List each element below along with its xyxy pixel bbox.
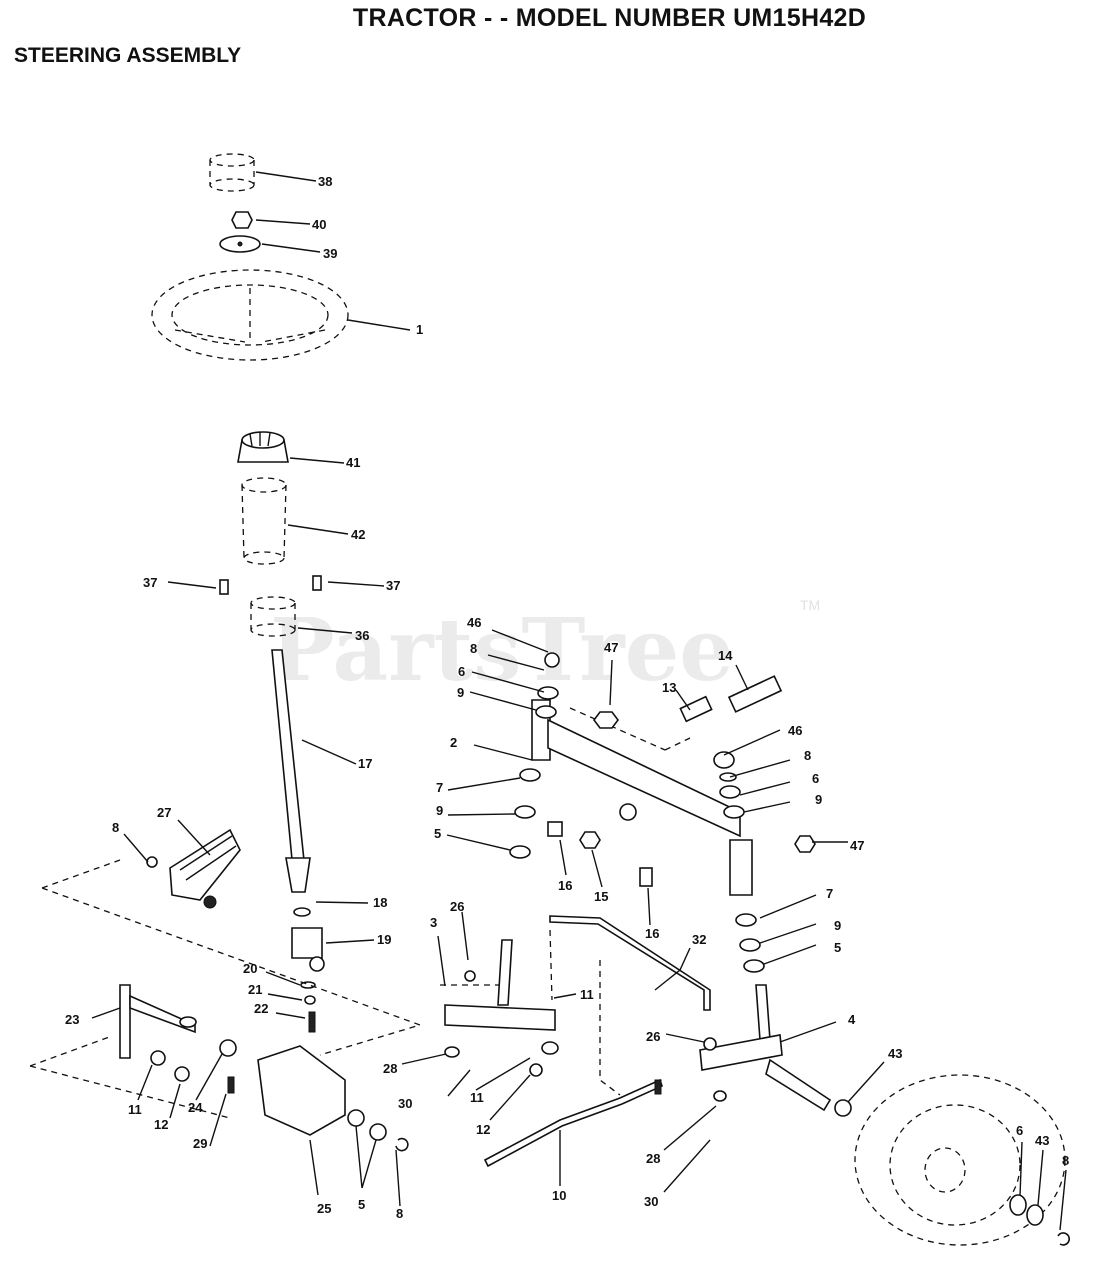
part-label: 46 [467, 615, 481, 630]
part-label: 27 [157, 805, 171, 820]
page-title: TRACTOR - - MODEL NUMBER UM15H42D [352, 4, 867, 32]
pivot-bracket [29, 859, 423, 1152]
part-label: 26 [450, 899, 464, 914]
part-label: 15 [594, 889, 608, 904]
part-label: 9 [457, 685, 464, 700]
part-number-labels: 38 40 39 1 41 42 37 37 36 17 27 8 18 19 … [65, 174, 1069, 1221]
part-label: 26 [646, 1029, 660, 1044]
part-label: 32 [692, 932, 706, 947]
part-label: 41 [346, 455, 360, 470]
part-label: 8 [470, 641, 477, 656]
part-label: 28 [646, 1151, 660, 1166]
part-label: 16 [558, 878, 572, 893]
part-label: 17 [358, 756, 372, 771]
part-label: 8 [396, 1206, 403, 1221]
steering-bellows [241, 477, 287, 565]
section-title: STEERING ASSEMBLY [14, 44, 242, 67]
part-label: 6 [1016, 1123, 1023, 1138]
part-label: 22 [254, 1001, 268, 1016]
part-label: 11 [128, 1102, 142, 1117]
part-label: 16 [645, 926, 659, 941]
part-label: 43 [1035, 1133, 1049, 1148]
part-label: 9 [436, 803, 443, 818]
watermark: PartsTree [270, 600, 734, 701]
steering-wheel [151, 269, 349, 361]
part-label: 40 [312, 217, 326, 232]
part-label: 20 [243, 961, 257, 976]
part-label: 8 [1062, 1153, 1069, 1168]
part-label: 12 [154, 1117, 168, 1132]
part-label: 4 [848, 1012, 856, 1027]
part-label: 38 [318, 174, 332, 189]
sector-gear [146, 828, 241, 909]
part-label: 5 [358, 1197, 365, 1212]
part-label: 6 [458, 664, 465, 679]
part-label: 14 [718, 648, 733, 663]
part-label: 24 [188, 1100, 203, 1115]
part-label: 12 [476, 1122, 490, 1137]
spindles [440, 929, 852, 1117]
part-label: 11 [580, 987, 594, 1002]
part-label: 11 [470, 1090, 484, 1105]
part-label: 39 [323, 246, 337, 261]
part-label: 1 [416, 322, 423, 337]
steering-adapter [237, 431, 289, 463]
steering-shaft [271, 649, 325, 1033]
part-label: 43 [888, 1046, 902, 1061]
drag-link [483, 960, 663, 1168]
axle-bolt [679, 675, 783, 723]
leader-lines [91, 171, 1067, 1231]
part-label: 5 [834, 940, 841, 955]
part-label: 18 [373, 895, 387, 910]
part-label: 21 [248, 982, 262, 997]
steering-washer [219, 235, 261, 253]
part-label: 30 [398, 1096, 412, 1111]
tie-rod [444, 915, 727, 1102]
part-label: 7 [826, 886, 833, 901]
part-label: 37 [143, 575, 157, 590]
part-label: 47 [850, 838, 864, 853]
part-label: 6 [812, 771, 819, 786]
part-label: 2 [450, 735, 457, 750]
part-label: 23 [65, 1012, 79, 1027]
part-label: 47 [604, 640, 618, 655]
part-label: 19 [377, 932, 391, 947]
part-label: 42 [351, 527, 365, 542]
part-label: 3 [430, 915, 437, 930]
part-label: 10 [552, 1188, 566, 1203]
part-label: 36 [355, 628, 369, 643]
part-label: 46 [788, 723, 802, 738]
screws [219, 575, 322, 595]
front-wheel [854, 1074, 1071, 1246]
washers-left [509, 652, 619, 859]
part-label: 30 [644, 1194, 658, 1209]
column-bushing [250, 596, 296, 637]
part-label: 9 [834, 918, 841, 933]
part-label: 37 [386, 578, 400, 593]
part-label: 25 [317, 1201, 331, 1216]
part-label: 8 [112, 820, 119, 835]
part-label: 29 [193, 1136, 207, 1151]
part-label: 8 [804, 748, 811, 763]
washers-right [713, 751, 816, 973]
part-label: 7 [436, 780, 443, 795]
trademark: TM [800, 597, 820, 613]
steering-nut [231, 211, 253, 229]
part-label: 13 [662, 680, 676, 695]
part-label: 5 [434, 826, 441, 841]
steering-wheel-cap [209, 153, 255, 192]
part-label: 9 [815, 792, 822, 807]
part-label: 28 [383, 1061, 397, 1076]
